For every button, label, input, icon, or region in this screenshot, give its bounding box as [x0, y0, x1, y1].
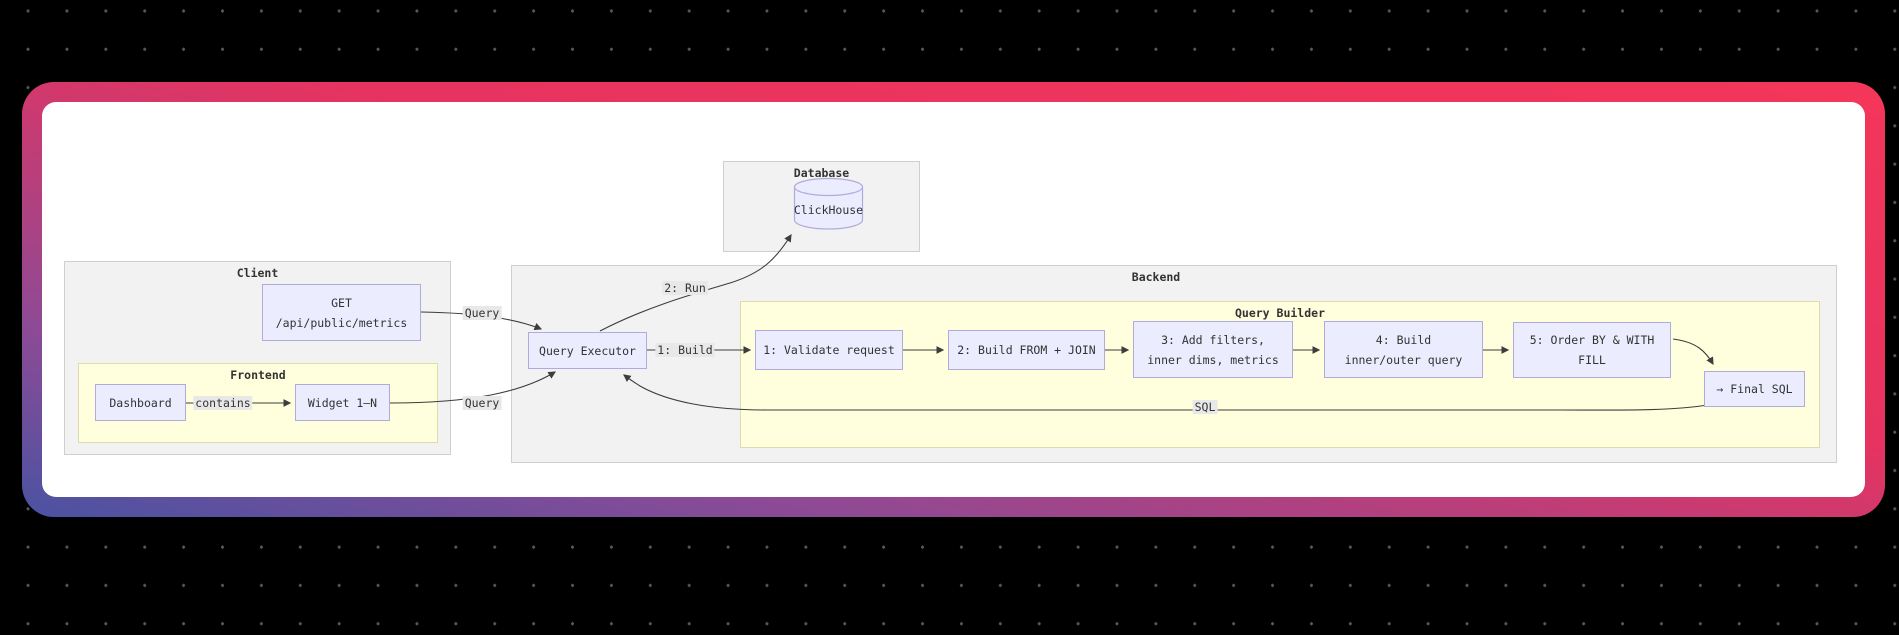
edge-label-query-widget: Query — [462, 396, 502, 410]
edge-query-executor-to-clickhouse — [599, 234, 792, 332]
subgraph-query-builder-title: Query Builder — [1234, 306, 1326, 320]
node-clickhouse-label: ClickHouse — [793, 203, 864, 217]
node-widget: Widget 1–N — [295, 384, 390, 421]
edge-widget-to-query-executor — [389, 371, 556, 404]
edge-final-sql-to-query-executor — [623, 374, 1708, 411]
database-cylinder-icon — [793, 177, 864, 230]
node-step1-validate-request: 1: Validate request — [755, 330, 903, 370]
node-clickhouse-cylinder: ClickHouse — [793, 177, 864, 231]
node-step5-order-by-with-fill: 5: Order BY & WITH FILL — [1513, 322, 1671, 378]
node-step4-build-inner-outer: 4: Build inner/outer query — [1324, 321, 1483, 378]
edge-label-query-get: Query — [462, 306, 502, 320]
subgraph-client-title: Client — [236, 266, 279, 280]
node-dashboard: Dashboard — [95, 384, 186, 421]
node-final-sql: → Final SQL — [1704, 371, 1805, 407]
subgraph-frontend-title: Frontend — [230, 368, 286, 382]
node-query-executor: Query Executor — [528, 332, 647, 369]
edge-label-2-run: 2: Run — [662, 281, 708, 295]
edge-step5-to-final-sql — [1672, 338, 1714, 365]
subgraph-database-title: Database — [793, 166, 850, 180]
subgraph-backend-title: Backend — [1131, 270, 1181, 284]
node-get-api: GET /api/public/metrics — [262, 284, 421, 341]
edge-label-contains: contains — [193, 396, 253, 410]
node-step2-build-from-join: 2: Build FROM + JOIN — [948, 330, 1105, 370]
edge-label-1-build: 1: Build — [655, 343, 715, 357]
node-step3-add-filters: 3: Add filters, inner dims, metrics — [1133, 321, 1293, 378]
edge-label-sql: SQL — [1192, 400, 1218, 414]
